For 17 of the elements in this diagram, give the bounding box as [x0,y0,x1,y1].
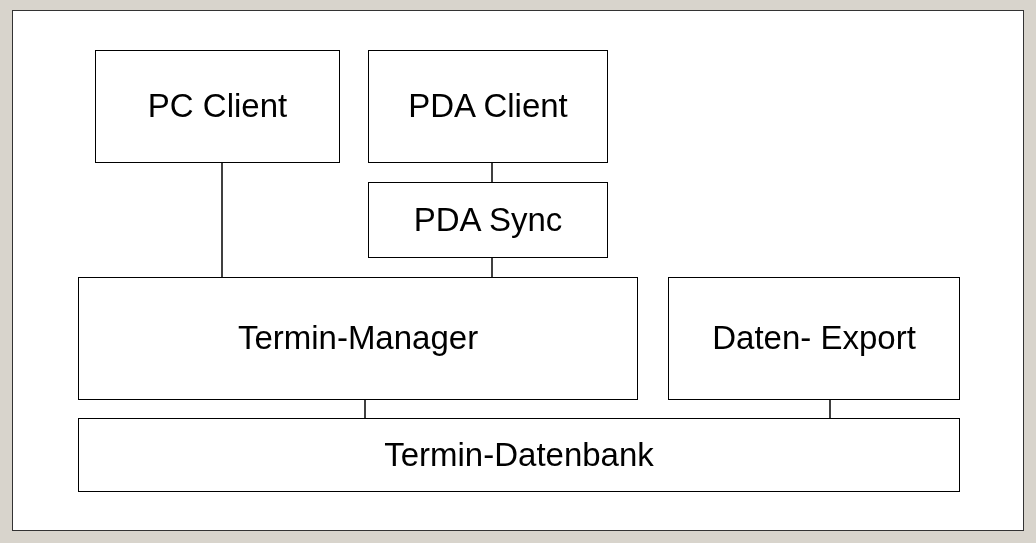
process-box [78,418,960,492]
process-box [95,50,340,163]
connector-line [491,257,493,278]
connector-line [829,399,831,419]
box-label: PC Client [147,89,288,124]
process-box [368,50,608,163]
process-box [78,277,638,400]
connector-line [491,162,493,183]
process-box [368,182,608,258]
connector-line [364,399,366,419]
connector-line [221,162,223,278]
box-label: PDA Client [408,89,568,124]
process-box [668,277,960,400]
box-label: PDA Sync [413,202,563,238]
box-label: Termin-Datenbank [384,437,654,473]
box-label: Termin-Manager [237,321,479,356]
box-label: Daten- Export [712,321,916,356]
